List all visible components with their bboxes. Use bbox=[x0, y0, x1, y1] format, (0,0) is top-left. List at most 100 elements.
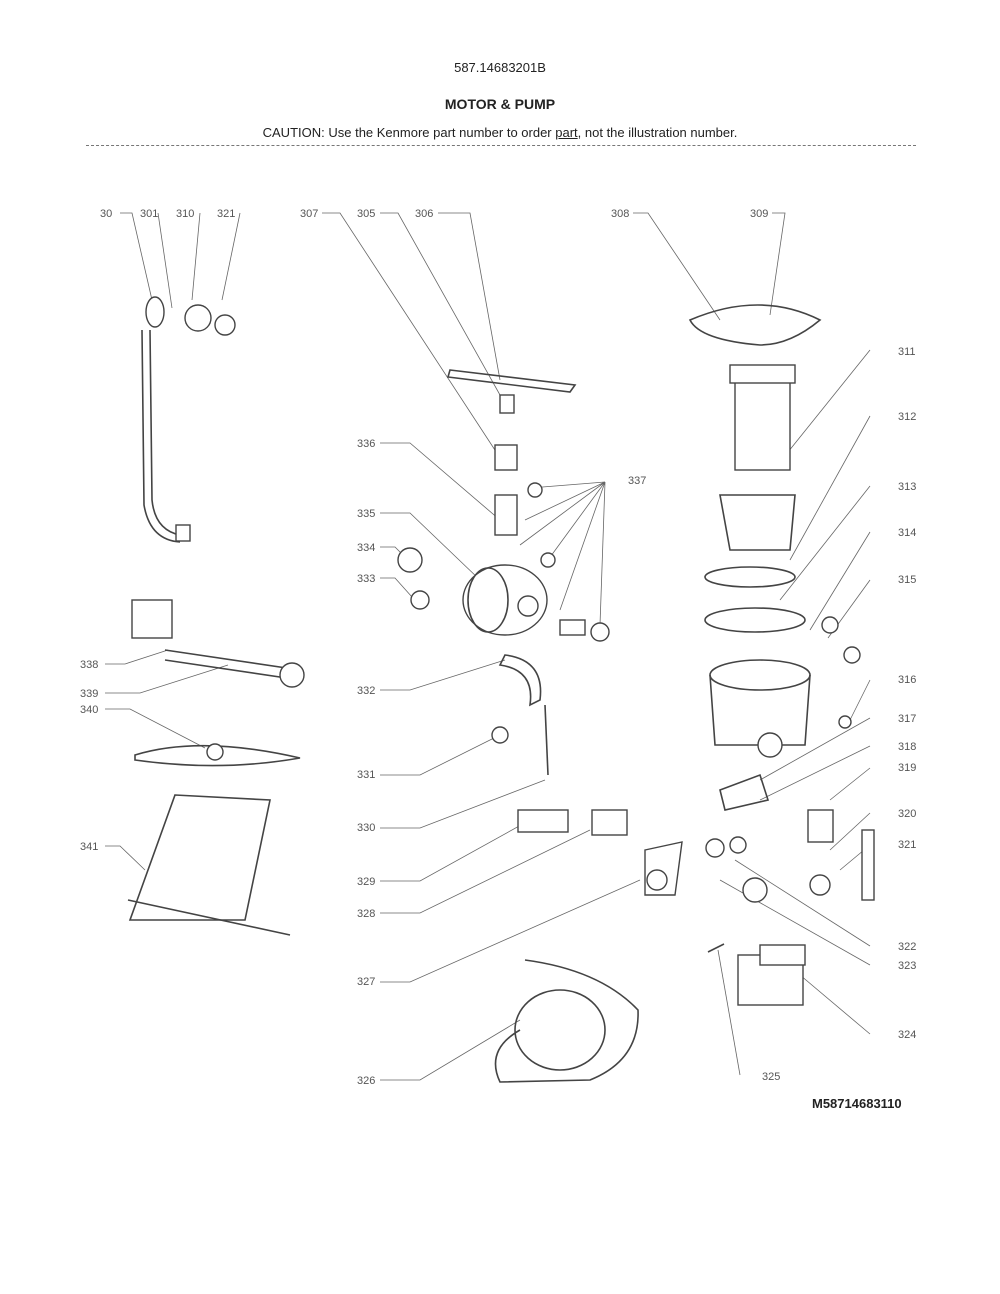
elbow-part bbox=[145, 296, 165, 328]
callout-label[interactable]: 311 bbox=[898, 346, 916, 358]
sump-port bbox=[757, 732, 783, 758]
callout-label[interactable]: 318 bbox=[898, 741, 916, 753]
filter-cup bbox=[719, 494, 796, 551]
callout-label[interactable]: 320 bbox=[898, 808, 916, 820]
callout-label[interactable]: 30 bbox=[100, 208, 112, 220]
screw-part bbox=[707, 943, 725, 953]
rod-part bbox=[861, 829, 875, 901]
callout-label[interactable]: 329 bbox=[357, 876, 375, 888]
oring-part bbox=[590, 622, 610, 642]
callout-label[interactable]: 341 bbox=[80, 841, 98, 853]
page-title: MOTOR & PUMP bbox=[444, 96, 556, 112]
callout-label[interactable]: 316 bbox=[898, 674, 916, 686]
callout-label[interactable]: 331 bbox=[357, 769, 375, 781]
gasket-ring bbox=[704, 607, 806, 633]
callout-label[interactable]: 328 bbox=[357, 908, 375, 920]
hub-part bbox=[279, 662, 305, 688]
callout-label[interactable]: 317 bbox=[898, 713, 916, 725]
pipe-part bbox=[559, 619, 586, 636]
cap-part bbox=[838, 715, 852, 729]
callout-label[interactable]: 310 bbox=[176, 208, 194, 220]
callout-label[interactable]: 337 bbox=[628, 475, 646, 487]
coupler-part bbox=[175, 524, 191, 542]
callout-label[interactable]: 309 bbox=[750, 208, 768, 220]
callout-label[interactable]: 301 bbox=[140, 208, 158, 220]
callout-label[interactable]: 321 bbox=[217, 208, 235, 220]
callout-label[interactable]: 307 bbox=[300, 208, 318, 220]
seal-part bbox=[184, 304, 212, 332]
callout-label[interactable]: 334 bbox=[357, 542, 375, 554]
valve-part bbox=[719, 773, 770, 811]
callout-label[interactable]: 336 bbox=[357, 438, 375, 450]
callout-label[interactable]: 326 bbox=[357, 1075, 375, 1087]
callout-label[interactable]: 324 bbox=[898, 1029, 916, 1041]
grommet-part bbox=[491, 726, 509, 744]
callout-label[interactable]: 313 bbox=[898, 481, 916, 493]
callout-label[interactable]: 306 bbox=[415, 208, 433, 220]
washer-part bbox=[540, 552, 556, 568]
cover-part bbox=[397, 547, 423, 573]
drain-hose-coil bbox=[514, 989, 606, 1071]
washer-part bbox=[527, 482, 543, 498]
bracket-part bbox=[131, 599, 173, 639]
callout-label[interactable]: 335 bbox=[357, 508, 375, 520]
filter-cylinder bbox=[734, 369, 791, 471]
callout-label[interactable]: 325 bbox=[762, 1071, 780, 1083]
bracket-part bbox=[807, 809, 834, 843]
callout-label[interactable]: 333 bbox=[357, 573, 375, 585]
drain-hose-part bbox=[494, 959, 639, 1083]
callout-label[interactable]: 322 bbox=[898, 941, 916, 953]
callout-label[interactable]: 330 bbox=[357, 822, 375, 834]
part-drawings bbox=[127, 296, 875, 1083]
caution-text: CAUTION: Use the Kenmore part number to … bbox=[0, 125, 1000, 140]
callout-label[interactable]: 315 bbox=[898, 574, 916, 586]
seal-part bbox=[705, 838, 725, 858]
caution-suffix: , not the illustration number. bbox=[577, 125, 738, 140]
impeller-part bbox=[517, 595, 539, 617]
tube-part bbox=[141, 329, 181, 543]
callout-label[interactable]: 308 bbox=[611, 208, 629, 220]
spray-arm-hub bbox=[206, 743, 224, 761]
clamp-part bbox=[843, 646, 861, 664]
seal-part bbox=[646, 869, 668, 891]
connector-part bbox=[494, 494, 518, 536]
model-number: 587.14683201B bbox=[454, 60, 546, 75]
tube-part bbox=[149, 329, 181, 536]
motor-top bbox=[759, 944, 806, 966]
filter-frame-part bbox=[128, 794, 271, 921]
callout-label[interactable]: 323 bbox=[898, 960, 916, 972]
wire-part bbox=[544, 704, 549, 776]
callout-label[interactable]: 312 bbox=[898, 411, 916, 423]
callout-label[interactable]: 339 bbox=[80, 688, 98, 700]
fitting-part bbox=[494, 444, 518, 471]
callout-label[interactable]: 321 bbox=[898, 839, 916, 851]
oring-part bbox=[729, 836, 747, 854]
sensor-part bbox=[517, 809, 569, 833]
clamp-part bbox=[821, 616, 839, 634]
hose-elbow-part bbox=[498, 654, 542, 707]
impeller-part bbox=[742, 877, 768, 903]
callout-label[interactable]: 305 bbox=[357, 208, 375, 220]
callout-labels: 30 301 310 321 307 305 306 308 309 311 3… bbox=[80, 208, 916, 1087]
filter-plate bbox=[704, 566, 796, 588]
callout-label[interactable]: 314 bbox=[898, 527, 916, 539]
upper-spray-arm bbox=[446, 369, 577, 393]
callout-label[interactable]: 338 bbox=[80, 659, 98, 671]
nut-part bbox=[214, 314, 236, 336]
header-divider bbox=[86, 145, 916, 146]
terminal-block-part bbox=[591, 809, 628, 836]
filter-cover-part bbox=[688, 304, 822, 346]
pump-housing-rim bbox=[467, 567, 509, 633]
pump-housing bbox=[462, 564, 548, 636]
sump-rim bbox=[709, 659, 811, 691]
callout-label[interactable]: 332 bbox=[357, 685, 375, 697]
leader-lines bbox=[105, 212, 871, 1081]
callout-label[interactable]: 327 bbox=[357, 976, 375, 988]
caution-link[interactable]: part bbox=[555, 125, 578, 140]
callout-label[interactable]: 340 bbox=[80, 704, 98, 716]
callout-label[interactable]: 319 bbox=[898, 762, 916, 774]
diagram-id: M58714683110 bbox=[812, 1096, 902, 1111]
bearing-part bbox=[809, 874, 831, 896]
spray-arm-part bbox=[134, 744, 301, 767]
